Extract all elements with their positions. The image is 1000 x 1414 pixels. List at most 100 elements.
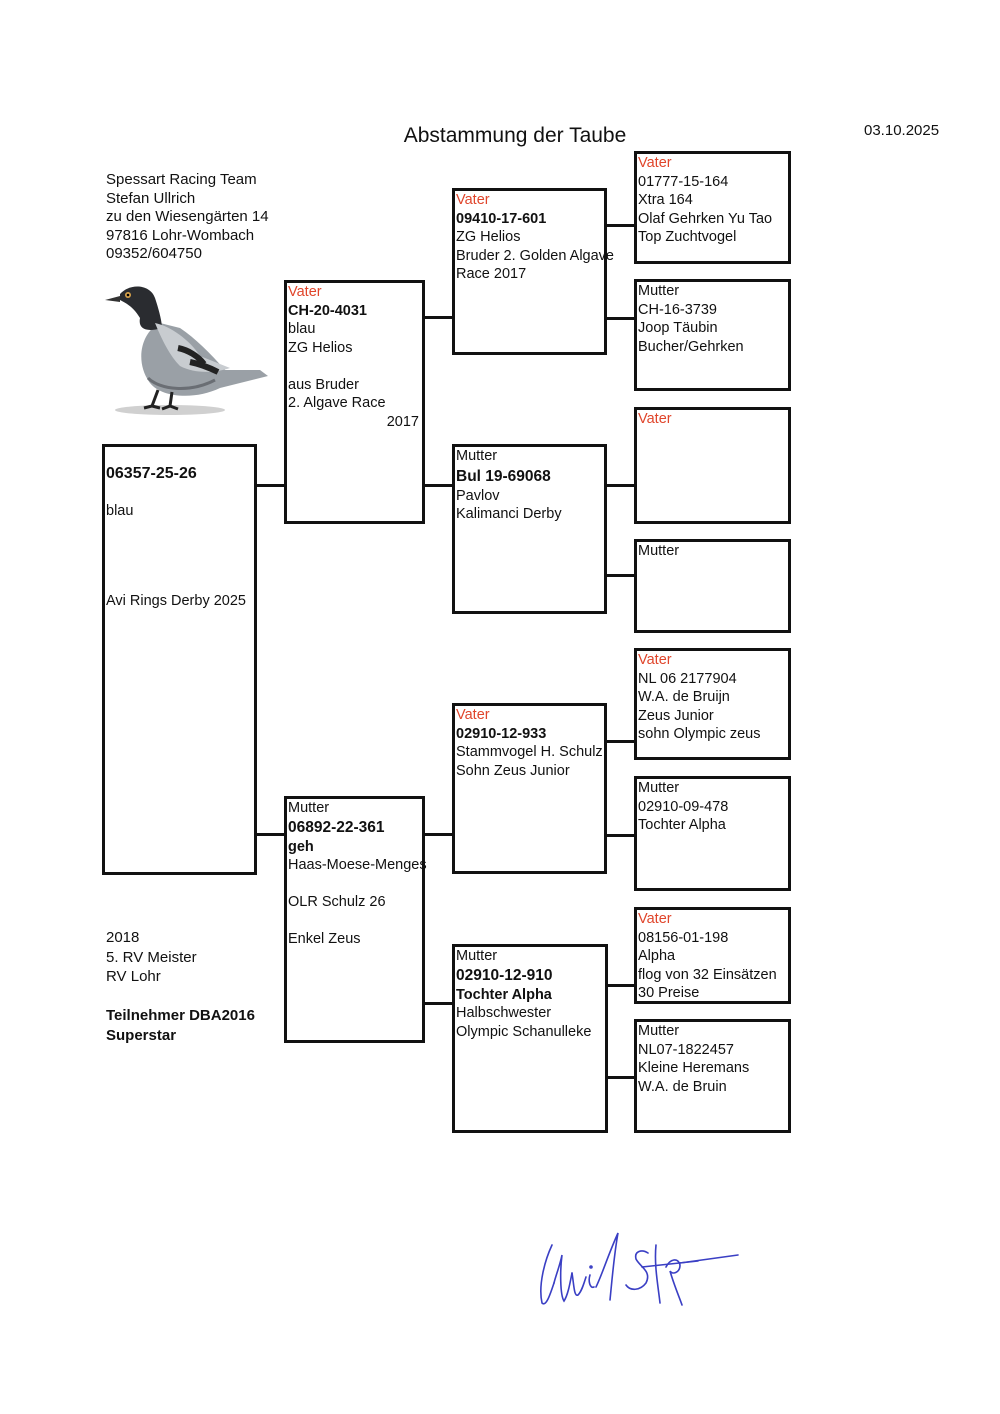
owner-line: 97816 Lohr-Wombach xyxy=(106,226,255,244)
box-ring: 09410-17-601 xyxy=(456,210,547,227)
page-title: Abstammung der Taube xyxy=(403,124,627,147)
box-line: 30 Preise xyxy=(638,985,700,1001)
box-line: Race 2017 xyxy=(456,266,527,282)
subject-ring: 06357-25-26 xyxy=(106,465,197,482)
box-line: CH-16-3739 xyxy=(638,301,717,318)
box-label: Mutter xyxy=(456,948,498,964)
ggm-fmm-box: Mutter xyxy=(634,539,791,633)
mother-label: Mutter xyxy=(288,800,330,816)
box-line: Bruder 2. Golden Algave xyxy=(456,247,614,264)
box-line: Bucher/Gehrken xyxy=(638,338,744,355)
owner-line: zu den Wiesengärten 14 xyxy=(106,208,269,225)
box-line: Halbschwester xyxy=(456,1005,552,1021)
box-ring: Bul 19-69068 xyxy=(456,467,551,485)
mother-box: Mutter 06892-22-361 geh Haas-Moese-Menge… xyxy=(284,796,427,1043)
grandfather-maternal-box: Vater 02910-12-933 Stammvogel H. Schulz … xyxy=(452,703,607,874)
father-line: aus Bruder xyxy=(288,376,359,393)
box-line: Sohn Zeus Junior xyxy=(456,762,570,779)
box-line: ZG Helios xyxy=(456,229,521,245)
box-line: Joop Täubin xyxy=(638,320,718,336)
grandmother-maternal-box: Mutter 02910-12-910 Tochter Alpha Halbsc… xyxy=(452,944,608,1133)
pigeon-image xyxy=(105,286,268,415)
father-year: 2017 xyxy=(386,413,419,430)
note-line: 2018 xyxy=(106,929,140,946)
ggm-mfm-box: Mutter 02910-09-478 Tochter Alpha xyxy=(634,776,791,891)
subject-pigeon-box: 06357-25-26 blau Avi Rings Derby 2025 xyxy=(102,444,257,875)
grandfather-paternal-box: Vater 09410-17-601 ZG Helios Bruder 2. G… xyxy=(452,188,614,355)
box-line: Stammvogel H. Schulz xyxy=(456,744,603,760)
box-line: Top Zuchtvogel xyxy=(638,229,737,245)
ggf-mff-box: Vater NL 06 2177904 W.A. de Bruijn Zeus … xyxy=(634,648,791,760)
box-label: Mutter xyxy=(638,283,680,299)
ggf-mmf-box: Vater 08156-01-198 Alpha flog von 32 Ein… xyxy=(634,907,791,1004)
connector-line xyxy=(607,834,635,837)
box-line: Pavlov xyxy=(456,487,500,504)
box-label: Vater xyxy=(638,155,672,171)
connector-line xyxy=(607,740,635,743)
ggm-ffm-box: Mutter CH-16-3739 Joop Täubin Bucher/Geh… xyxy=(634,279,791,391)
box-line: Kleine Heremans xyxy=(638,1060,750,1076)
print-date: 03.10.2025 xyxy=(864,122,940,139)
owner-line: Spessart Racing Team xyxy=(106,171,257,188)
note-line: RV Lohr xyxy=(106,968,161,985)
father-box: Vater CH-20-4031 blau ZG Helios aus Brud… xyxy=(284,280,425,524)
box-line: 02910-09-478 xyxy=(638,798,729,815)
box-line: Alpha xyxy=(638,948,676,964)
mother-line xyxy=(288,912,422,931)
connector-line xyxy=(425,833,453,836)
connector-line xyxy=(257,484,285,487)
box-line: sohn Olympic zeus xyxy=(638,726,761,742)
owner-line: Stefan Ullrich xyxy=(106,189,196,207)
signature xyxy=(540,1232,739,1306)
connector-line xyxy=(607,317,635,320)
box-line: Olaf Gehrken Yu Tao xyxy=(638,210,773,227)
box-ring: 02910-12-910 xyxy=(456,966,553,984)
father-line: 2. Algave Race xyxy=(288,395,386,411)
achievements-notes: 2018 5. RV Meister RV Lohr Teilnehmer DB… xyxy=(106,928,255,1045)
grandmother-paternal-box: Mutter Bul 19-69068 Pavlov Kalimanci Der… xyxy=(452,444,607,614)
ggf-fff-box: Vater 01777-15-164 Xtra 164 Olaf Gehrken… xyxy=(634,151,791,264)
mother-ring: 06892-22-361 xyxy=(288,818,385,836)
mother-line: Enkel Zeus xyxy=(288,931,361,947)
box-line: NL07-1822457 xyxy=(638,1041,734,1058)
father-line: ZG Helios xyxy=(288,339,353,356)
subject-color: blau xyxy=(106,502,134,519)
box-label: Mutter xyxy=(456,448,498,464)
note-bold: Teilnehmer DBA2016 xyxy=(106,1007,255,1024)
mother-color: geh xyxy=(288,838,314,855)
box-line: Kalimanci Derby xyxy=(456,506,562,522)
connector-line xyxy=(607,984,635,987)
connector-line xyxy=(257,833,285,836)
box-line: W.A. de Bruijn xyxy=(638,689,730,705)
box-line: flog von 32 Einsätzen xyxy=(638,966,777,983)
connector-line xyxy=(425,1002,453,1005)
connector-line xyxy=(607,1076,635,1079)
box-label: Vater xyxy=(456,707,490,723)
box-line: Tochter Alpha xyxy=(638,817,726,833)
father-line xyxy=(288,357,422,376)
father-ring: CH-20-4031 xyxy=(288,302,367,319)
father-label: Vater xyxy=(288,284,322,300)
box-line: NL 06 2177904 xyxy=(638,670,737,687)
box-sub: Tochter Alpha xyxy=(456,986,552,1003)
connector-line xyxy=(607,224,635,227)
connector-line xyxy=(425,316,453,319)
box-label: Mutter xyxy=(638,543,680,559)
note-bold: Superstar xyxy=(106,1026,177,1044)
box-line: Zeus Junior xyxy=(638,707,714,724)
mother-line: OLR Schulz 26 xyxy=(288,894,386,910)
box-label: Vater xyxy=(638,411,672,427)
note-line: 5. RV Meister xyxy=(106,948,197,966)
owner-address: Spessart Racing Team Stefan Ullrich zu d… xyxy=(106,171,269,264)
ggf-fmf-box: Vater xyxy=(634,407,791,524)
box-label: Vater xyxy=(456,192,490,208)
box-line: 08156-01-198 xyxy=(638,929,729,946)
box-line: Olympic Schanulleke xyxy=(456,1023,592,1040)
box-line: 01777-15-164 xyxy=(638,173,729,190)
box-line: W.A. de Bruin xyxy=(638,1078,727,1095)
mother-line: Haas-Moese-Menges xyxy=(288,857,427,873)
father-line: blau xyxy=(288,321,316,337)
ggm-mmm-box: Mutter NL07-1822457 Kleine Heremans W.A.… xyxy=(634,1019,791,1133)
box-label: Mutter xyxy=(638,780,680,796)
mother-line xyxy=(288,875,422,894)
